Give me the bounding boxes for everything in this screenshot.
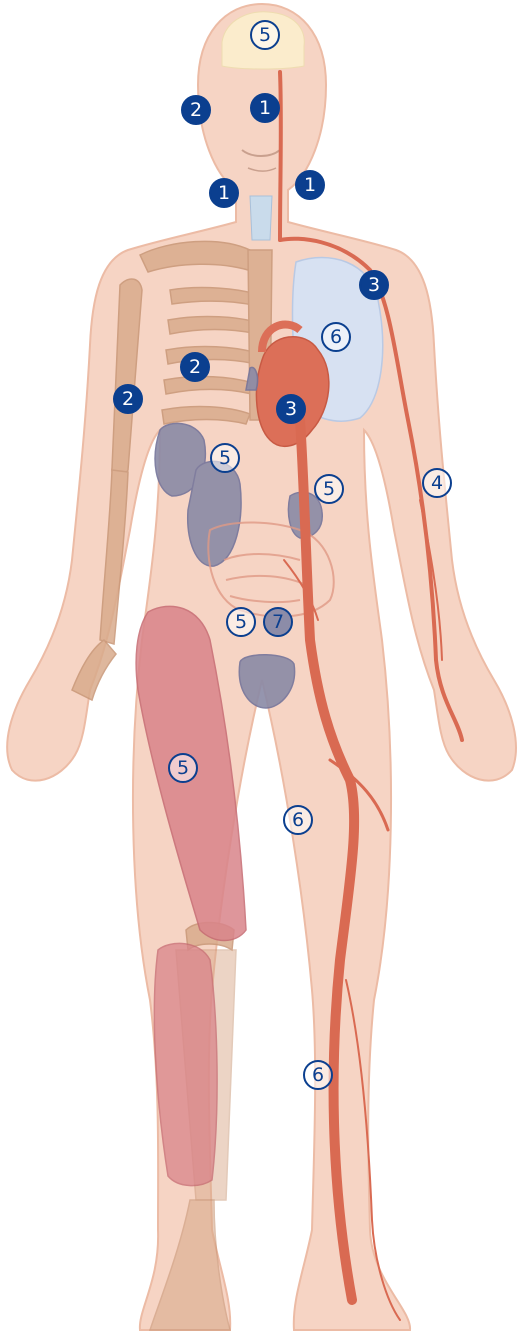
marker-lung: 6 bbox=[321, 322, 351, 352]
marker-intestine-gray: 7 bbox=[263, 607, 293, 637]
marker-thigh: 6 bbox=[283, 805, 313, 835]
marker-neck-right: 1 bbox=[295, 170, 325, 200]
marker-thigh-muscle: 5 bbox=[168, 753, 198, 783]
marker-kidney-left: 5 bbox=[210, 443, 240, 473]
marker-intestine: 5 bbox=[226, 607, 256, 637]
marker-neck-left: 1 bbox=[209, 178, 239, 208]
marker-brain: 5 bbox=[250, 20, 280, 50]
marker-head-left: 2 bbox=[181, 95, 211, 125]
calf-muscle bbox=[154, 943, 217, 1185]
marker-shoulder-artery: 3 bbox=[359, 270, 389, 300]
marker-shin: 6 bbox=[303, 1060, 333, 1090]
marker-forearm: 4 bbox=[422, 468, 452, 498]
marker-heart: 3 bbox=[276, 394, 306, 424]
marker-head-center: 1 bbox=[250, 93, 280, 123]
marker-kidney-right: 5 bbox=[314, 474, 344, 504]
marker-ribcage: 2 bbox=[180, 352, 210, 382]
marker-upper-arm: 2 bbox=[113, 384, 143, 414]
trachea bbox=[250, 196, 272, 240]
